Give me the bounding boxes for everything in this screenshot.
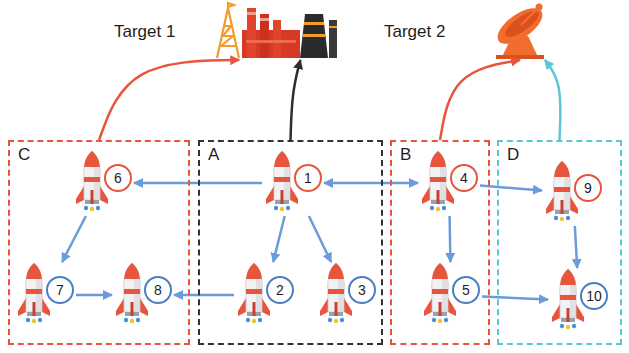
arrow-connector — [76, 294, 112, 297]
rocket-node: 6 — [72, 150, 134, 216]
arrow-connector — [62, 216, 86, 262]
rocket-node: 4 — [418, 150, 480, 216]
rocket-node: 7 — [14, 262, 76, 328]
arrow-connector — [545, 60, 560, 140]
number-circle: 9 — [574, 174, 602, 202]
arrow-connector — [440, 60, 520, 140]
rocket-number: 6 — [114, 171, 122, 185]
group-letter: C — [18, 145, 30, 165]
group-box: D 9 10 — [497, 140, 622, 345]
group-box: A 1 2 3 — [198, 140, 383, 345]
rocket-node: 9 — [542, 160, 604, 226]
rocket-number: 9 — [584, 181, 592, 195]
rocket-number: 10 — [586, 289, 602, 303]
arrow-connector — [482, 296, 548, 299]
rocket-node: 1 — [262, 150, 324, 216]
rocket-icons — [18, 151, 584, 329]
group-letter: A — [208, 145, 219, 165]
target-name: Target 1 — [114, 22, 175, 42]
number-circle: 1 — [294, 164, 322, 192]
target-node: Target 2 — [380, 4, 570, 60]
rocket-number: 3 — [358, 283, 366, 297]
rocket-number: 8 — [154, 283, 162, 297]
rocket-node: 2 — [234, 262, 296, 328]
number-circle: 4 — [450, 164, 478, 192]
factory-icon — [217, 3, 337, 58]
group-box: C 6 7 8 — [8, 140, 190, 345]
number-circle: 3 — [348, 276, 376, 304]
rocket-number: 1 — [304, 171, 312, 185]
arrow-connector — [273, 216, 285, 262]
group-box: B 4 5 — [390, 140, 490, 345]
group-letter: D — [507, 145, 519, 165]
arrow-connector — [174, 294, 234, 297]
number-circle: 8 — [144, 276, 172, 304]
rocket-node: 3 — [316, 262, 378, 328]
arrow-connector — [448, 216, 451, 262]
rocket-node: 10 — [548, 268, 610, 334]
rocket-number: 5 — [462, 283, 470, 297]
arrow-connector — [291, 60, 301, 140]
rocket-node: 5 — [420, 262, 482, 328]
radar-dish-icon — [492, 1, 548, 59]
rocket-number: 4 — [460, 171, 468, 185]
arrow-connector — [99, 60, 239, 140]
number-circle: 10 — [580, 282, 608, 310]
number-circle: 2 — [266, 276, 294, 304]
group-letter: B — [400, 145, 411, 165]
target-node: Target 1 — [110, 4, 345, 60]
rocket-number: 2 — [276, 283, 284, 297]
arrow-connector — [309, 216, 331, 262]
rocket-number: 7 — [56, 283, 64, 297]
number-circle: 6 — [104, 164, 132, 192]
arrow-connector — [324, 182, 418, 185]
number-circle: 7 — [46, 276, 74, 304]
rocket-node: 8 — [112, 262, 174, 328]
arrow-connector — [575, 226, 577, 268]
number-circle: 5 — [452, 276, 480, 304]
target-name: Target 2 — [384, 22, 445, 42]
